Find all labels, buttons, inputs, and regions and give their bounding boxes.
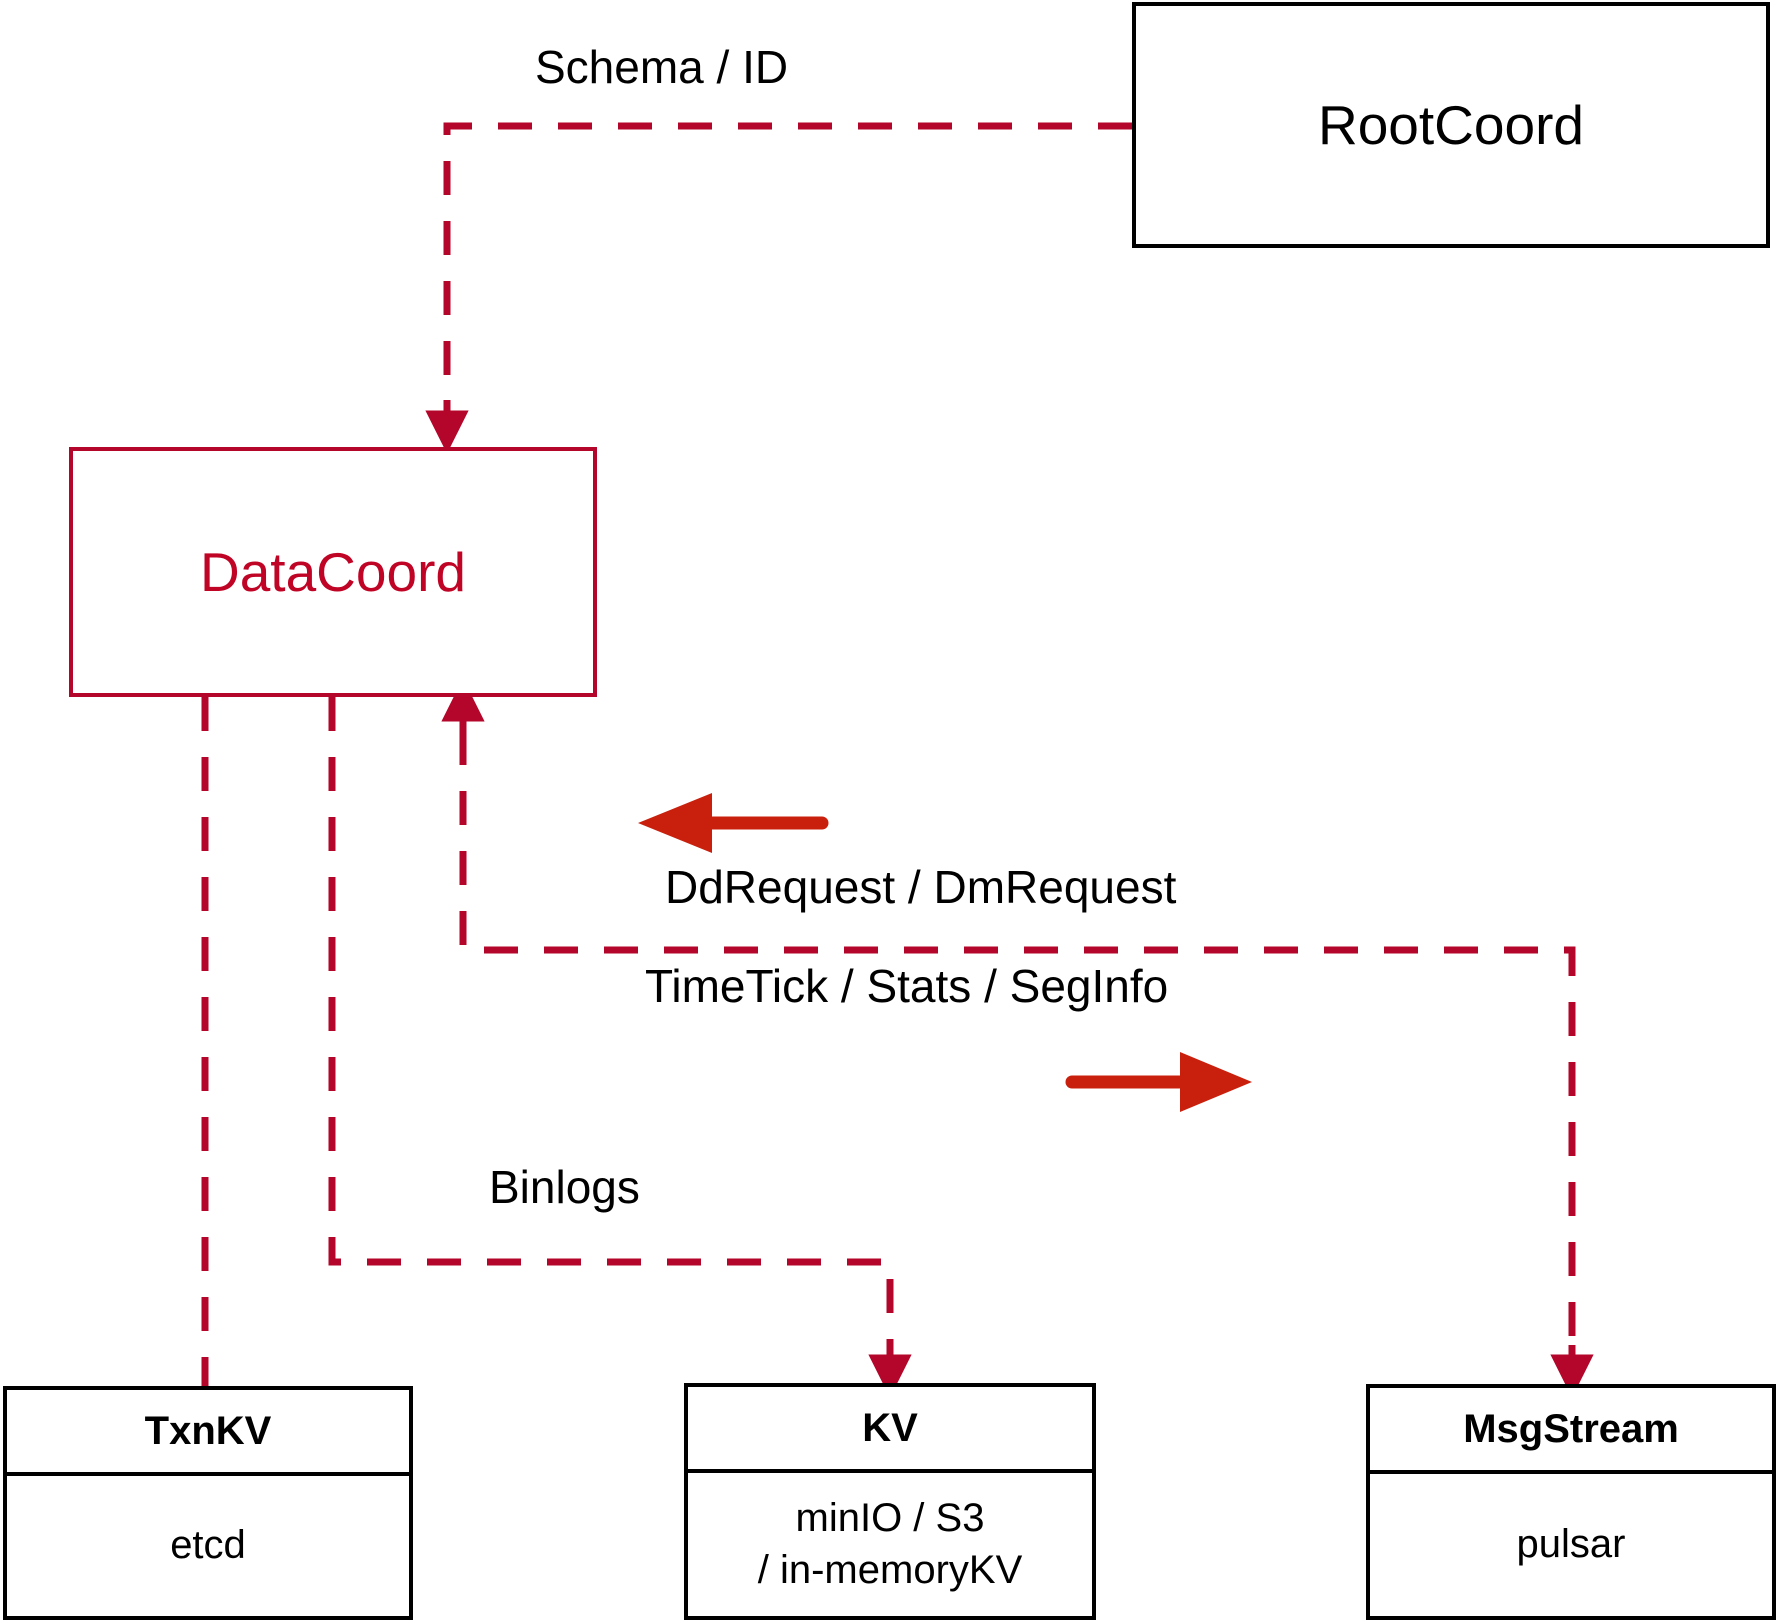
node-rootcoord[interactable]: RootCoord: [1132, 2, 1770, 248]
node-datacoord[interactable]: DataCoord: [69, 447, 597, 697]
edge-schema-id: [425, 122, 1132, 454]
node-txnkv-body: etcd: [7, 1476, 409, 1616]
node-msgstream-body: pulsar: [1370, 1474, 1772, 1616]
direction-arrow-left-icon: [638, 793, 829, 853]
edge-label-timetick: TimeTick / Stats / SegInfo: [645, 960, 1169, 1012]
node-txnkv[interactable]: TxnKV etcd: [3, 1386, 413, 1620]
node-msgstream-title: MsgStream: [1370, 1388, 1772, 1474]
edge-label-binlogs: Binlogs: [489, 1161, 640, 1213]
node-txnkv-body-line: etcd: [170, 1523, 246, 1568]
edge-label-schema-id: Schema / ID: [535, 41, 789, 93]
node-msgstream-body-line: pulsar: [1516, 1522, 1626, 1567]
node-kv-body-line-2: / in-memoryKV: [757, 1547, 1023, 1592]
node-txnkv-title: TxnKV: [7, 1390, 409, 1476]
node-kv-body-line-1: minIO / S3: [795, 1496, 985, 1541]
node-kv-body: minIO / S3 / in-memoryKV: [688, 1473, 1092, 1616]
edge-label-ddrequest: DdRequest / DmRequest: [665, 861, 1177, 913]
node-kv-title: KV: [688, 1387, 1092, 1473]
node-rootcoord-title: RootCoord: [1318, 94, 1584, 156]
node-datacoord-title: DataCoord: [200, 541, 466, 603]
direction-arrow-right-icon: [1065, 1052, 1252, 1112]
node-msgstream[interactable]: MsgStream pulsar: [1366, 1384, 1776, 1620]
edge-binlogs: [328, 697, 912, 1398]
edge-msgstream-bus: [441, 678, 1594, 1398]
node-kv[interactable]: KV minIO / S3 / in-memoryKV: [684, 1383, 1096, 1620]
